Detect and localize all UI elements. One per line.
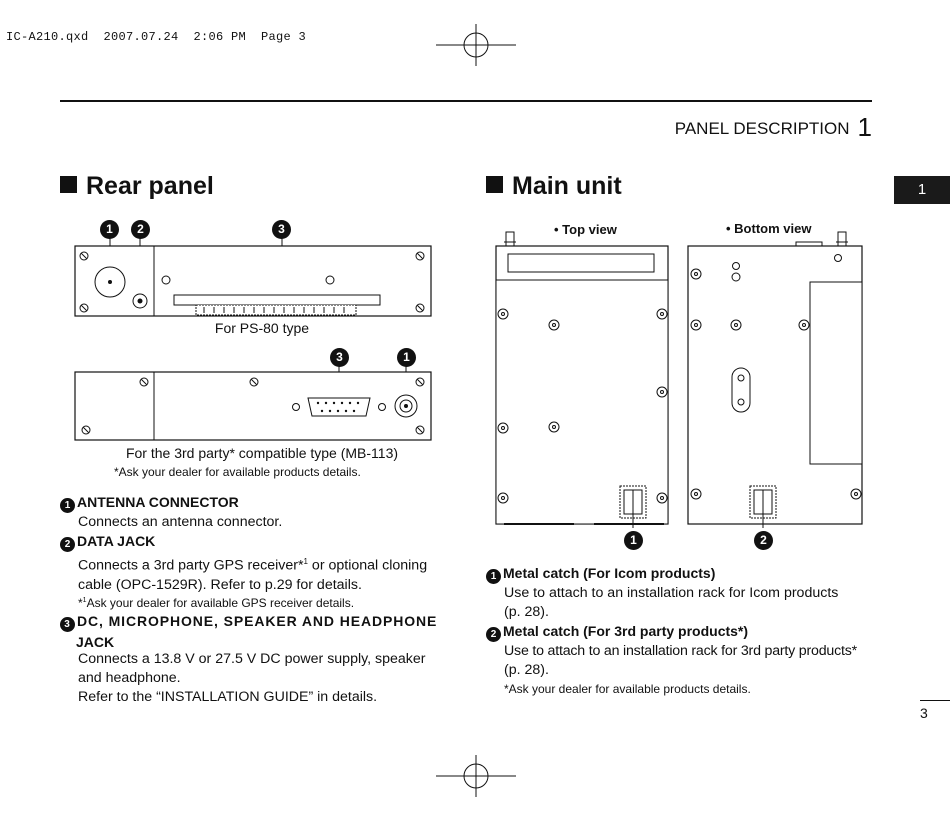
item-metal-catch-icom-text-2: (p. 28). xyxy=(504,604,549,620)
print-slug: IC-A210.qxd 2007.07.24 2:06 PM Page 3 xyxy=(6,30,307,44)
item-metal-catch-3rd-text-2: (p. 28). xyxy=(504,662,549,678)
callout-1-top-view: 1 xyxy=(624,531,643,550)
rear-panel-heading: Rear panel xyxy=(60,172,214,201)
callout-3-mb113: 3 xyxy=(330,348,349,367)
bottom-view-label: • Bottom view xyxy=(726,221,812,236)
header-rule xyxy=(60,100,872,102)
callout-1-ps80: 1 xyxy=(100,220,119,239)
main-unit-note: *Ask your dealer for available products … xyxy=(504,682,751,696)
main-unit-bottom-view-diagram xyxy=(687,231,863,528)
page-number: 3 xyxy=(920,705,928,721)
top-view-label: • Top view xyxy=(554,222,617,237)
item-dc-jack-text-2: and headphone. xyxy=(78,669,181,686)
mb113-caption: For the 3rd party* compatible type (MB-1… xyxy=(125,445,399,461)
callout-3-ps80: 3 xyxy=(272,220,291,239)
item-antenna-connector-text: Connects an antenna connector. xyxy=(78,514,283,530)
main-unit-heading: Main unit xyxy=(486,172,622,201)
item-data-jack-text-2: cable (OPC-1529R). Refer to p.29 for det… xyxy=(78,576,362,593)
square-bullet-icon xyxy=(60,176,77,193)
mb113-note: *Ask your dealer for available products … xyxy=(114,465,361,479)
mb113-rear-panel-diagram xyxy=(74,366,432,441)
number-bullet: 2 xyxy=(486,627,501,642)
callout-2-ps80: 2 xyxy=(131,220,150,239)
registration-mark-top xyxy=(436,24,516,66)
item-data-jack-text-1: Connects a 3rd party GPS receiver*1 or o… xyxy=(78,557,428,574)
number-bullet: 1 xyxy=(486,569,501,584)
page-number-rule xyxy=(920,700,950,701)
number-bullet: 3 xyxy=(60,616,75,632)
callout-1-mb113: 1 xyxy=(397,348,416,367)
number-bullet: 1 xyxy=(60,498,75,513)
item-metal-catch-3rd-text-1: Use to attach to an installation rack fo… xyxy=(504,643,857,659)
item-metal-catch-icom-text-1: Use to attach to an installation rack fo… xyxy=(504,585,839,601)
chapter-header: PANEL DESCRIPTION 1 xyxy=(675,112,872,143)
chapter-number: 1 xyxy=(857,112,872,142)
callout-2-bottom-view: 2 xyxy=(754,531,773,550)
chapter-title: PANEL DESCRIPTION xyxy=(674,119,850,138)
number-bullet: 2 xyxy=(60,537,75,552)
chapter-tab[interactable]: 1 xyxy=(894,176,950,204)
item-dc-jack-text-3: Refer to the “INSTALLATION GUIDE” in det… xyxy=(78,688,378,705)
item-dc-jack-text-1: Connects a 13.8 V or 27.5 V DC power sup… xyxy=(78,650,426,667)
ps80-rear-panel-diagram xyxy=(74,238,432,317)
registration-mark-bottom xyxy=(436,755,516,797)
square-bullet-icon xyxy=(486,176,503,193)
main-unit-top-view-diagram xyxy=(495,231,669,528)
item-data-jack-note: *1Ask your dealer for available GPS rece… xyxy=(78,595,355,610)
item-dc-jack-heading-2: JACK xyxy=(76,633,115,650)
ps80-caption: For PS-80 type xyxy=(214,320,310,336)
